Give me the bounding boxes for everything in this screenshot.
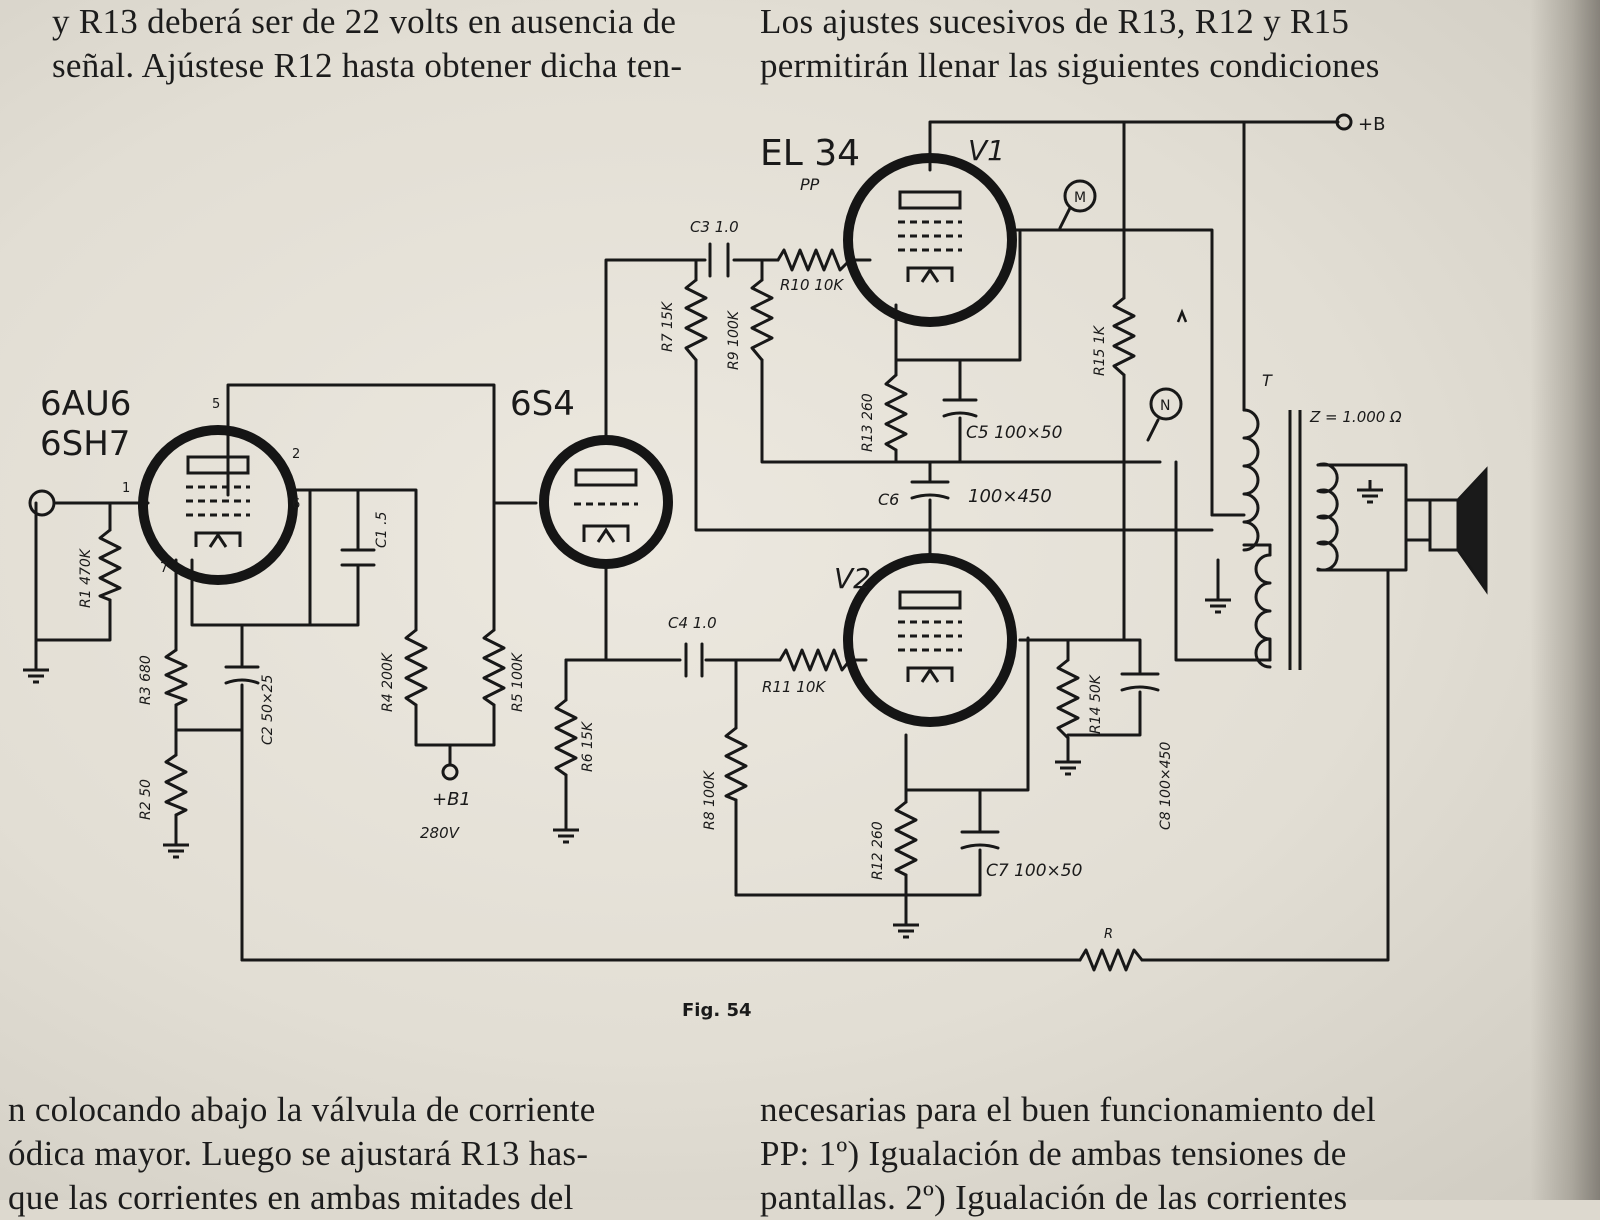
ground-symbol [1203,588,1233,614]
label-pin5: 5 [212,397,220,412]
label-impedance: Z = 1.000 Ω [1309,408,1402,426]
text-line: y R13 deberá ser de 22 volts en ausencia… [52,2,677,41]
resistor-r11 [778,648,852,672]
paragraph-bottom-left: n colocando abajo la válvula de corrient… [8,1088,596,1220]
resistor-r13 [884,373,908,452]
wiring [34,120,1432,962]
speaker [1428,466,1488,595]
ground-symbol [1355,478,1385,504]
label-pin2: 2 [292,447,300,462]
input-jack [28,489,56,517]
tube-el34-v2 [843,553,1017,727]
meter-n [1149,387,1183,421]
resistor-r5 [482,628,506,707]
label-r4: R4 200K [380,651,396,712]
resistor-r2 [164,753,188,817]
label-r7: R7 15K [660,300,676,352]
label-c4: C4 1.0 [668,614,717,632]
label-r11: R11 10K [762,678,826,696]
resistor-r1 [98,528,122,602]
ground-symbol [891,913,921,939]
label-r10: R10 10K [780,276,844,294]
resistor-r15 [1112,296,1136,377]
label-6sh7: 6SH7 [40,424,130,464]
label-r9: R9 100K [726,309,742,370]
tube-6au6 [138,425,298,585]
page-edge-shadow [1530,0,1600,1200]
label-el34: EL 34 [760,133,860,174]
resistor-r9 [750,278,774,362]
label-r14: R14 50K [1088,673,1104,734]
label-v2: V2 [834,562,871,595]
label-pp: PP [800,175,820,194]
label-280v: 280V [420,824,461,842]
text-line: señal. Ajústese R12 hasta obtener dicha … [52,46,683,85]
resistor-r6 [554,698,578,777]
text-line: Los ajustes sucesivos de R13, R12 y R15 [760,2,1350,41]
resistor-r3 [164,648,188,707]
label-r1: R1 470K [78,547,94,608]
label-feedback-r: R [1104,927,1113,942]
label-c3: C3 1.0 [690,218,739,236]
text-line: necesarias para el buen funcionamiento d… [760,1090,1377,1129]
plus-b-terminal [1335,113,1353,131]
figure-caption: Fig. 54 [682,1000,752,1021]
paragraph-top-right: Los ajustes sucesivos de R13, R12 y R15 … [760,0,1380,88]
ground-symbol [21,658,51,684]
label-c7: C7 100×50 [986,861,1082,881]
resistor-r8 [724,726,748,802]
ground-symbol [1053,750,1083,776]
tube-el34-v1 [843,153,1017,327]
label-meter-m: M [1074,190,1086,206]
label-meter-n: N [1160,398,1170,414]
resistor-r-feedback [1078,948,1144,972]
label-6au6: 6AU6 [40,384,131,424]
label-c6: C6 [878,490,899,509]
output-transformer [1210,408,1339,670]
label-v1: V1 [968,134,1005,167]
ground-symbol [161,833,191,859]
label-c8: C8 100×450 [1158,742,1174,830]
label-pin6: 6 [292,497,300,512]
diagram-labels: 6AU6 6SH7 6S4 EL 34 PP V1 V2 +B +B1 280V… [40,114,1402,1021]
meter-m [1063,179,1097,213]
resistor-r7 [684,278,708,362]
label-r5: R5 100K [510,651,526,712]
label-plus-b: +B [1358,114,1385,135]
resistor-r10 [776,248,852,272]
ground-symbol [551,818,581,844]
resistor-r4 [404,628,428,707]
label-plus-b1: +B1 [432,789,471,810]
resistor-r14 [1056,658,1080,740]
label-r12: R12 260 [870,821,886,880]
label-transformer: T [1262,371,1273,390]
resistors [98,248,1188,972]
label-6s4: 6S4 [510,384,575,424]
label-pin1: 1 [122,481,130,496]
capacitors [224,242,1160,850]
label-r8: R8 100K [702,769,718,830]
label-c1: C1 .5 [374,511,390,548]
label-r3: R3 680 [138,655,154,705]
label-c5: C5 100×50 [966,423,1062,443]
label-r15: R15 1K [1092,324,1108,376]
tube-6s4 [539,435,673,569]
label-r2: R2 50 [138,779,154,820]
label-c2: C2 50×25 [260,674,276,745]
label-r6: R6 15K [580,720,596,772]
text-line: PP: 1º) Igualación de ambas tensiones de [760,1134,1347,1173]
resistor-r12 [894,800,918,877]
label-pin7: 7 [160,561,168,576]
text-line: permitirán llenar las siguientes condici… [760,46,1380,85]
label-r13: R13 260 [860,393,876,452]
paragraph-top-left: y R13 deberá ser de 22 volts en ausencia… [52,0,682,88]
text-line: ódica mayor. Luego se ajustará R13 has- [8,1134,589,1173]
label-c6-value: 100×450 [968,486,1052,507]
text-line: n colocando abajo la válvula de corrient… [8,1090,596,1129]
plus-b1-terminal [441,763,459,781]
